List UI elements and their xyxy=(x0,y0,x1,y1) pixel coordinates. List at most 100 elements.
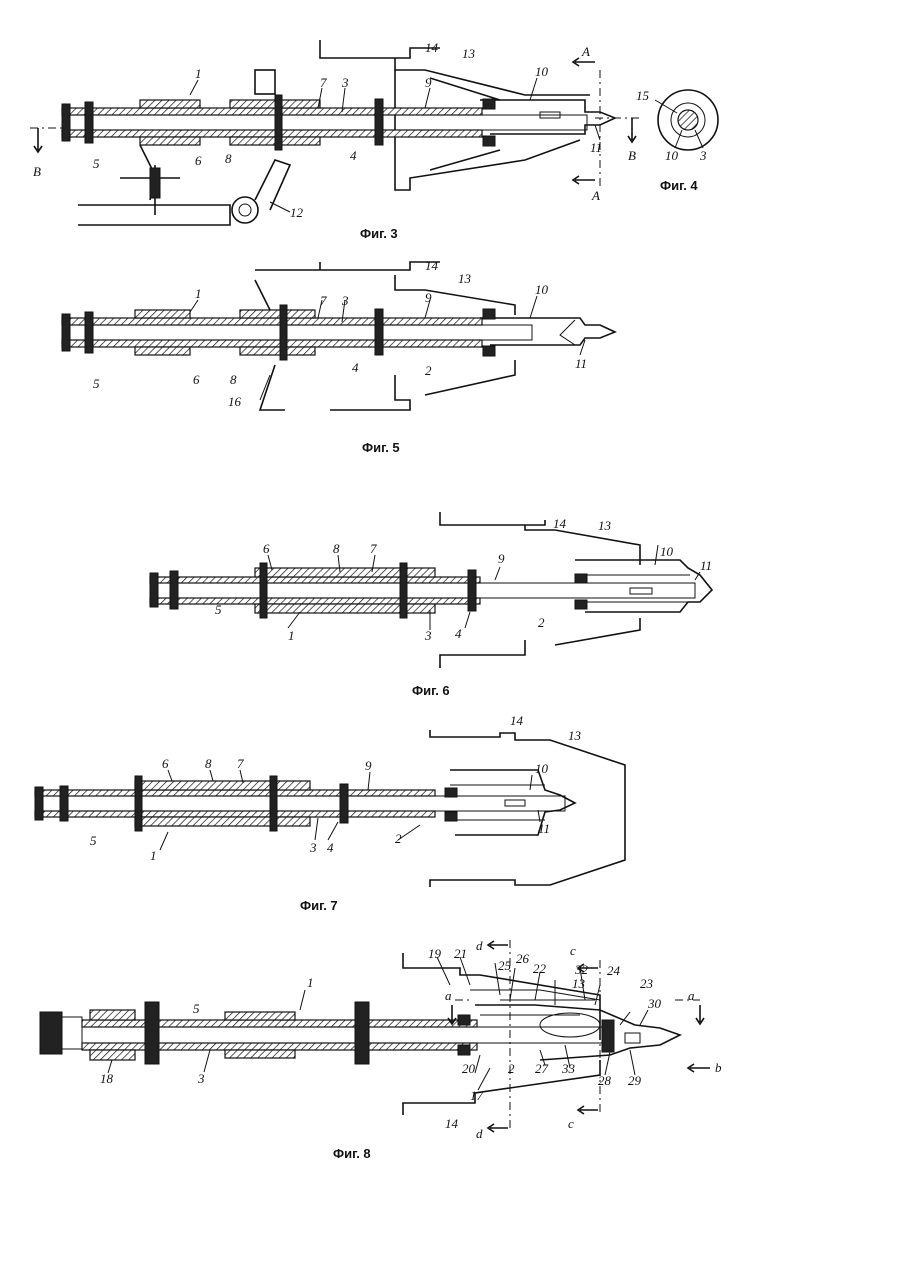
fig8-label-20: 20 xyxy=(462,1061,476,1076)
caption-fig-6: Фиг. 6 xyxy=(412,683,450,698)
fig6-label-4: 4 xyxy=(455,626,462,641)
fig5-label-6: 6 xyxy=(193,372,200,387)
fig8-label-32: 32 xyxy=(574,962,589,977)
fig6-label-13: 13 xyxy=(598,518,612,533)
fig7-label-5: 5 xyxy=(90,833,97,848)
fig6-label-5: 5 xyxy=(215,602,222,617)
fig7-label-6: 6 xyxy=(162,756,169,771)
figure-6: 1 2 3 4 5 6 7 8 9 10 11 13 14 Фиг. 6 xyxy=(150,512,712,698)
caption-fig-5: Фиг. 5 xyxy=(362,440,400,455)
fig8-label-18: 18 xyxy=(100,1071,114,1086)
fig8-label-19: 19 xyxy=(428,946,442,961)
fig8-label-24: 24 xyxy=(607,963,621,978)
fig6-label-11: 11 xyxy=(700,558,712,573)
fig5-label-16: 16 xyxy=(228,394,242,409)
figure-7: 1 2 3 4 5 6 7 8 9 10 11 13 14 Фиг. 7 xyxy=(35,713,625,913)
fig8-label-21: 21 xyxy=(454,946,467,961)
fig6-label-6: 6 xyxy=(263,541,270,556)
fig8-section-a-left: a xyxy=(445,988,452,1003)
fig4-label-15: 15 xyxy=(636,88,650,103)
fig5-label-10: 10 xyxy=(535,282,549,297)
fig7-label-3: 3 xyxy=(309,840,317,855)
fig5-label-9: 9 xyxy=(425,290,432,305)
fig5-label-7: 7 xyxy=(320,293,327,308)
label-1: 1 xyxy=(195,66,202,81)
fig6-label-7: 7 xyxy=(370,541,377,556)
fig8-label-27: 27 xyxy=(535,1061,549,1076)
label-12: 12 xyxy=(290,205,304,220)
fig5-label-1: 1 xyxy=(195,286,202,301)
fig5-label-11: 11 xyxy=(575,356,587,371)
label-4: 4 xyxy=(350,148,357,163)
fig8-label-29: 29 xyxy=(628,1073,642,1088)
label-11: 11 xyxy=(590,140,602,155)
fig6-label-10: 10 xyxy=(660,544,674,559)
fig7-label-4: 4 xyxy=(327,840,334,855)
caption-fig-8: Фиг. 8 xyxy=(333,1146,371,1161)
label-3: 3 xyxy=(341,75,349,90)
figure-8: 1 2 3 5 13 14 17 18 19 20 21 22 23 24 25… xyxy=(40,938,722,1161)
label-9: 9 xyxy=(425,75,432,90)
fig7-label-8: 8 xyxy=(205,756,212,771)
figure-3: 1 3 4 5 6 7 8 9 10 11 12 13 14 A A B B Ф… xyxy=(30,40,640,241)
fig6-label-14: 14 xyxy=(553,516,567,531)
fig8-section-c-top: c xyxy=(570,943,576,958)
section-A-top: A xyxy=(581,44,590,59)
fig8-label-13: 13 xyxy=(572,976,586,991)
fig8-section-d-bottom: d xyxy=(476,1126,483,1141)
fig8-label-25: 25 xyxy=(498,958,512,973)
fig8-label-5: 5 xyxy=(193,1001,200,1016)
fig5-label-5: 5 xyxy=(93,376,100,391)
fig5-label-3: 3 xyxy=(341,293,349,308)
label-7: 7 xyxy=(320,75,327,90)
fig5-label-13: 13 xyxy=(458,271,472,286)
fig8-label-23: 23 xyxy=(640,976,654,991)
fig6-label-9: 9 xyxy=(498,551,505,566)
fig8-label-2: 2 xyxy=(508,1061,515,1076)
section-B-right: B xyxy=(628,148,636,163)
fig5-label-2: 2 xyxy=(425,363,432,378)
fig8-section-a-right: a xyxy=(688,988,695,1003)
fig8-label-26: 26 xyxy=(516,951,530,966)
fig7-label-1: 1 xyxy=(150,848,157,863)
caption-fig-4: Фиг. 4 xyxy=(660,178,698,193)
fig7-label-7: 7 xyxy=(237,756,244,771)
fig7-label-13: 13 xyxy=(568,728,582,743)
fig5-label-8: 8 xyxy=(230,372,237,387)
fig7-label-11: 11 xyxy=(538,821,550,836)
fig8-label-30: 30 xyxy=(647,996,662,1011)
fig6-label-8: 8 xyxy=(333,541,340,556)
section-A-bottom: A xyxy=(591,188,600,203)
fig8-section-b: b xyxy=(715,1060,722,1075)
fig4-label-10: 10 xyxy=(665,148,679,163)
fig8-label-17: 17 xyxy=(470,1088,484,1103)
fig7-label-14: 14 xyxy=(510,713,524,728)
label-10: 10 xyxy=(535,64,549,79)
fig8-label-22: 22 xyxy=(533,961,547,976)
label-14: 14 xyxy=(425,40,439,55)
label-5: 5 xyxy=(93,156,100,171)
fig8-label-1: 1 xyxy=(307,975,314,990)
fig6-label-2: 2 xyxy=(538,615,545,630)
fig7-label-9: 9 xyxy=(365,758,372,773)
figure-5: 1 2 3 4 5 6 7 8 9 10 11 13 14 16 Фиг. 5 xyxy=(62,258,615,455)
fig6-label-1: 1 xyxy=(288,628,295,643)
fig8-section-c-bottom: c xyxy=(568,1116,574,1131)
fig8-section-d-top: d xyxy=(476,938,483,953)
fig4-label-3: 3 xyxy=(699,148,707,163)
fig8-label-28: 28 xyxy=(598,1073,612,1088)
fig5-label-4: 4 xyxy=(352,360,359,375)
fig8-label-14: 14 xyxy=(445,1116,459,1131)
fig8-label-3: 3 xyxy=(197,1071,205,1086)
caption-fig-3: Фиг. 3 xyxy=(360,226,398,241)
caption-fig-7: Фиг. 7 xyxy=(300,898,338,913)
figure-4: 15 10 3 Фиг. 4 xyxy=(636,88,718,193)
fig5-label-14: 14 xyxy=(425,258,439,273)
fig7-label-2: 2 xyxy=(395,831,402,846)
fig6-label-3: 3 xyxy=(424,628,432,643)
fig8-label-33: 33 xyxy=(561,1061,576,1076)
label-6: 6 xyxy=(195,153,202,168)
fig7-label-10: 10 xyxy=(535,761,549,776)
label-13: 13 xyxy=(462,46,476,61)
